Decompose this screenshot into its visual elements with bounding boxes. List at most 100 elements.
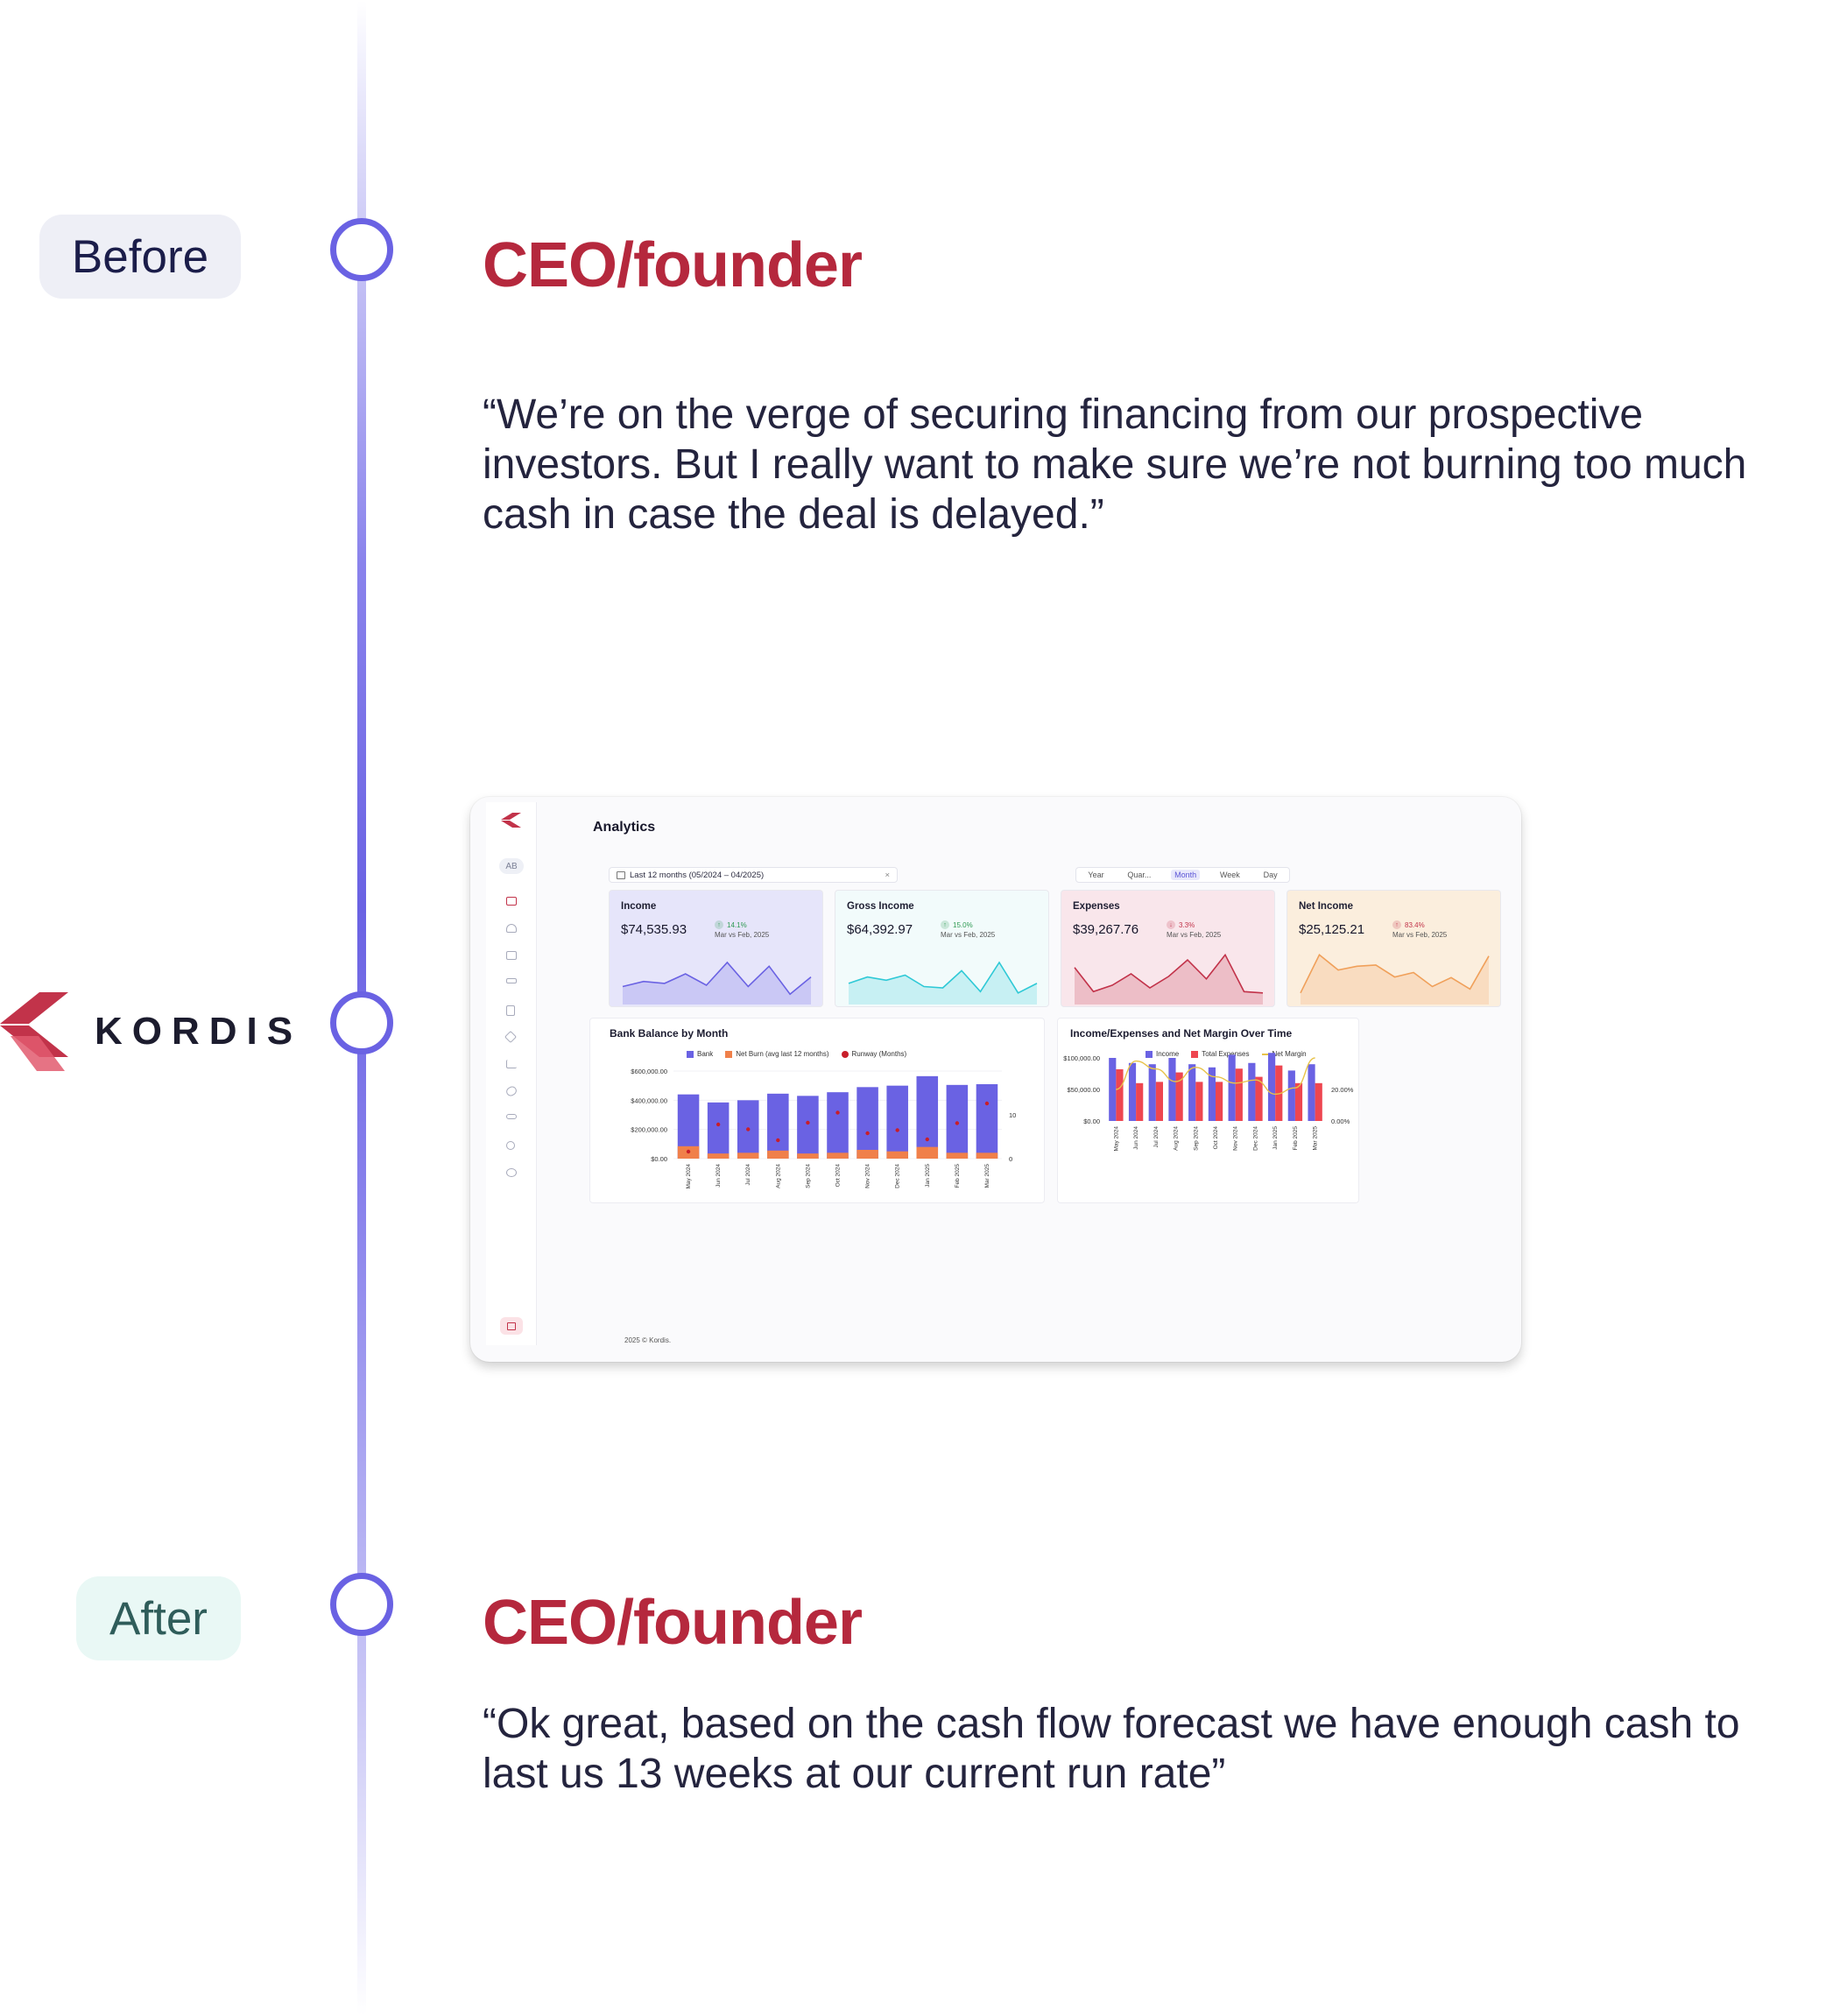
bar-chart-icon[interactable] [506,1060,517,1068]
runway-point [895,1128,899,1132]
dashboard-sidebar: AB [486,802,537,1345]
x-tick-label: Sep 2024 [805,1164,811,1188]
y2-tick-label: 20.00% [1331,1086,1354,1094]
legend-item[interactable]: Net Burn (avg last 12 months) [725,1050,829,1058]
sparkline-line [1300,954,1490,994]
dashboard-screenshot: AB Analytics Last 12 months (05/2024 – 0… [470,797,1521,1362]
bar-bank [707,1102,730,1159]
clear-icon[interactable]: × [885,870,890,880]
bar-income [1208,1067,1216,1121]
legend-label: Income [1156,1050,1180,1058]
bar-bank [797,1096,819,1159]
kpi-title: Income [621,901,657,912]
y2-tick-label: 10 [1009,1111,1016,1119]
legend-swatch [1261,1053,1269,1055]
kpi-card-net-income[interactable]: Net Income $25,125.21 ↑83.4% Mar vs Feb,… [1287,890,1501,1007]
legend-item[interactable]: Net Margin [1261,1050,1307,1058]
kpi-comparison: Mar vs Feb, 2025 [941,931,996,939]
sidebar-logo-icon[interactable] [501,813,522,830]
tab-month[interactable]: Month [1171,870,1201,880]
y-tick-label: $0.00 [1083,1117,1100,1125]
range-tabs: Year Quar... Month Week Day [1075,867,1290,883]
legend-label: Bank [697,1050,714,1058]
legend-item[interactable]: Income [1146,1050,1179,1058]
chart-title: Income/Expenses and Net Margin Over Time [1070,1027,1293,1040]
tab-week[interactable]: Week [1219,871,1240,879]
cube-icon[interactable] [504,1030,518,1044]
legend-swatch [687,1050,694,1058]
bar-net-burn [797,1153,819,1159]
bar-total-expenses [1136,1082,1144,1121]
kpi-title: Gross Income [847,901,914,912]
kpi-card-gross-income[interactable]: Gross Income $64,392.97 ↑15.0% Mar vs Fe… [835,890,1049,1007]
bar-net-burn [916,1146,939,1159]
hierarchy-icon[interactable] [506,1141,515,1150]
sparkline-line [622,961,812,996]
after-quote: “Ok great, based on the cash flow foreca… [483,1701,1740,1797]
bar-income [1308,1064,1315,1121]
legend-swatch [725,1050,733,1058]
tab-year[interactable]: Year [1088,871,1104,879]
x-tick-label: Jul 2024 [745,1164,751,1186]
runway-point [746,1127,751,1131]
link-icon[interactable] [506,1114,517,1119]
sparkline-area [849,962,1037,1004]
x-tick-label: Oct 2024 [1213,1126,1219,1150]
x-tick-label: May 2024 [686,1164,692,1189]
runway-point [716,1122,721,1127]
kpi-delta-value: 83.4% [1405,920,1425,929]
runway-point [865,1131,870,1136]
bar-income [1109,1058,1117,1121]
kpi-card-expenses[interactable]: Expenses $39,267.76 ↓3.3% Mar vs Feb, 20… [1061,890,1275,1007]
runway-point [984,1101,990,1106]
avatar[interactable]: AB [499,858,524,874]
sparkline-area [623,962,811,1004]
kpi-sparkline [1300,954,1490,1004]
legend-item[interactable]: Runway (Months) [841,1050,907,1058]
legend-item[interactable]: Total Expenses [1191,1050,1250,1058]
kpi-delta-value: 15.0% [953,920,973,929]
bar-bank [857,1087,878,1159]
legend-swatch [841,1050,849,1058]
dashboard-icon[interactable] [506,897,517,906]
bar-income [1168,1058,1176,1121]
legend-item[interactable]: Bank [687,1050,713,1058]
x-tick-label: Jun 2024 [1133,1126,1139,1150]
y-tick-label: $400,000.00 [631,1096,667,1104]
runway-point [806,1120,810,1125]
tag-icon[interactable] [504,1084,518,1098]
tab-day[interactable]: Day [1263,871,1278,879]
bar-net-burn [857,1150,878,1159]
kpi-sparkline [622,961,812,1004]
date-range-label: Last 12 months (05/2024 – 04/2025) [630,870,765,880]
sparkline-line [1074,953,1264,994]
x-tick-label: Jan 2025 [1272,1126,1279,1150]
export-button[interactable] [500,1317,523,1335]
after-role-title: CEO/founder [483,1588,863,1658]
income-expenses-chart: Income/Expenses and Net Margin Over Time… [1057,1018,1359,1203]
page-title: Analytics [593,820,656,835]
y-tick-label: $200,000.00 [631,1126,667,1134]
bar-net-burn [976,1153,998,1159]
list-icon[interactable] [506,978,517,983]
bell-icon[interactable] [506,924,517,933]
kpi-card-income[interactable]: Income $74,535.93 ↑14.1% Mar vs Feb, 202… [609,890,823,1007]
wallet-icon[interactable] [506,951,517,960]
x-tick-label: Feb 2025 [1293,1126,1299,1151]
tab-quarter[interactable]: Quar... [1127,871,1152,879]
kordis-logo-icon [0,992,68,1071]
legend-label: Runway (Months) [851,1050,907,1058]
brand-name: KORDIS [95,1010,303,1053]
y2-tick-label: 0 [1009,1155,1012,1163]
document-icon[interactable] [506,1005,515,1016]
bar-total-expenses [1294,1082,1303,1121]
gear-icon[interactable] [506,1168,517,1177]
x-tick-label: Dec 2024 [1252,1126,1258,1151]
kpi-sparkline [1074,953,1264,1004]
before-role-title: CEO/founder [483,230,863,300]
date-range-filter[interactable]: Last 12 months (05/2024 – 04/2025) × [609,867,898,883]
bar-income [1128,1062,1137,1121]
runway-point [955,1121,960,1125]
bar-total-expenses [1255,1076,1263,1121]
bar-total-expenses [1235,1068,1243,1121]
